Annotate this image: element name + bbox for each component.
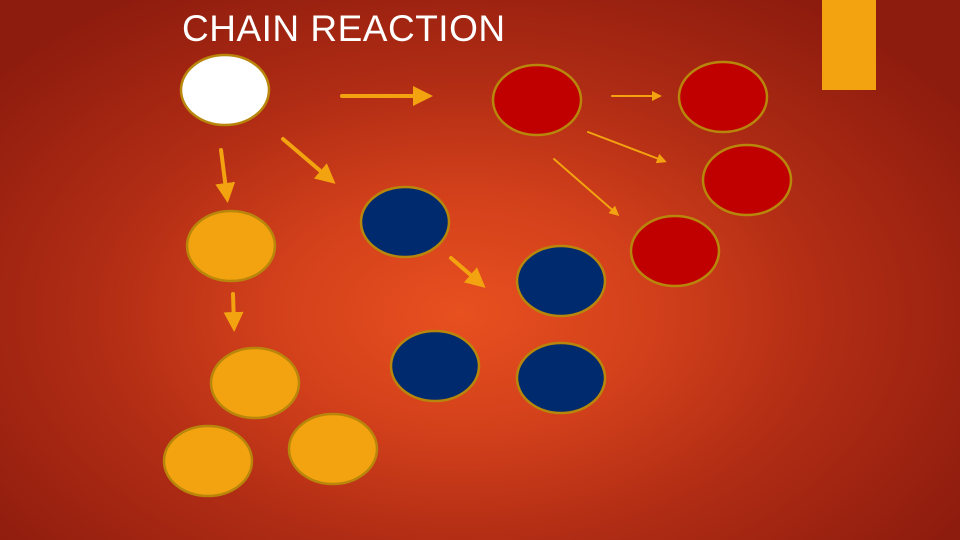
red-particle-1: [491, 63, 583, 137]
red-particle-4: [629, 214, 721, 288]
blue-particle-1: [359, 185, 451, 259]
arrow-down-lower: [223, 292, 244, 332]
blue-particle-3: [389, 329, 481, 403]
arrow-down-right: [281, 137, 336, 184]
yellow-particle-4: [287, 412, 379, 486]
blue-particle-2: [515, 244, 607, 318]
white-particle: [179, 53, 271, 127]
arrow-red-3: [553, 158, 620, 216]
yellow-particle-1: [185, 209, 277, 283]
arrow-red-2: [587, 131, 667, 164]
slide-title: CHAIN REACTION: [182, 8, 506, 49]
blue-particle-4: [515, 341, 607, 415]
yellow-particle-3: [162, 424, 254, 498]
accent-bar: [822, 0, 876, 90]
red-particle-2: [677, 60, 769, 134]
arrow-blue-chain: [449, 256, 486, 288]
red-particle-3: [701, 143, 793, 217]
yellow-particle-2: [209, 346, 301, 420]
arrow-down-left: [215, 148, 236, 203]
